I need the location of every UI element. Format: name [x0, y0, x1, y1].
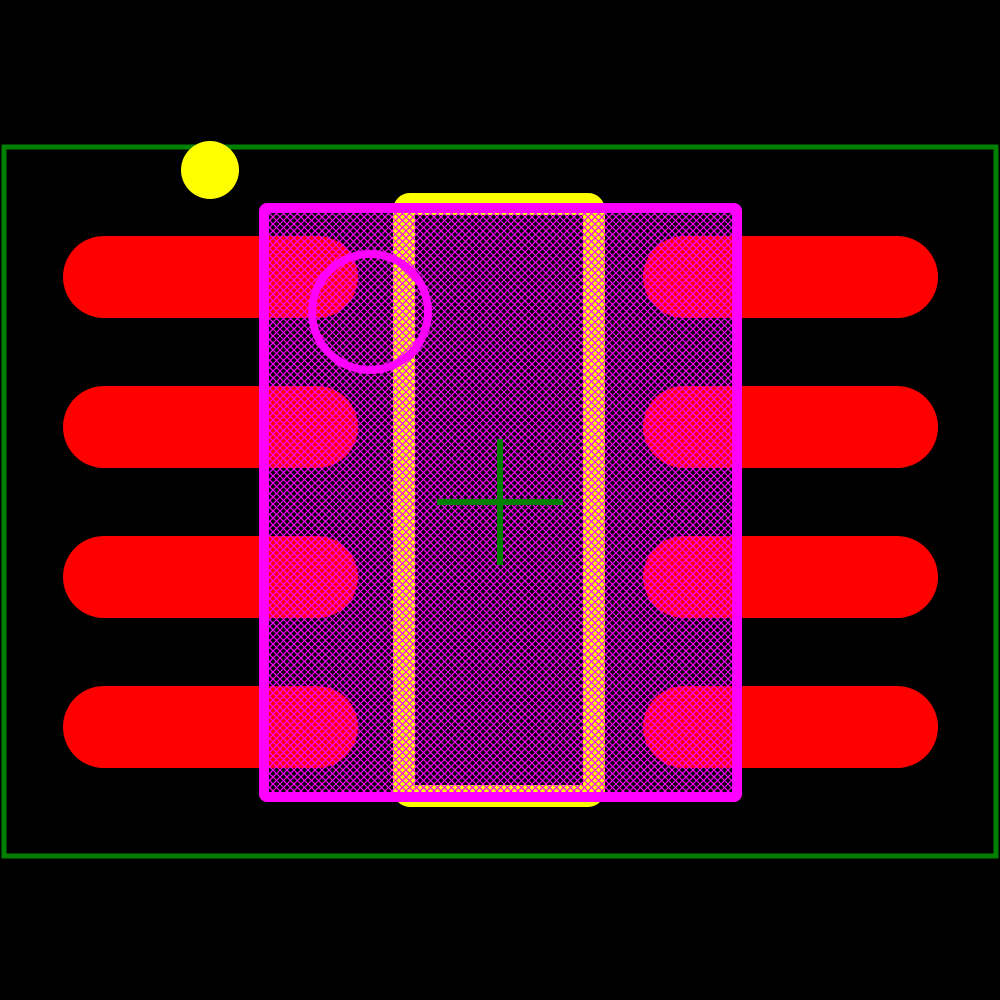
pin1-circle-marker: [308, 250, 432, 374]
pin1-marker: [181, 141, 239, 199]
fab-outline: [259, 203, 742, 802]
center-cross-icon: [437, 439, 563, 565]
courtyard-outline: [1, 144, 999, 859]
